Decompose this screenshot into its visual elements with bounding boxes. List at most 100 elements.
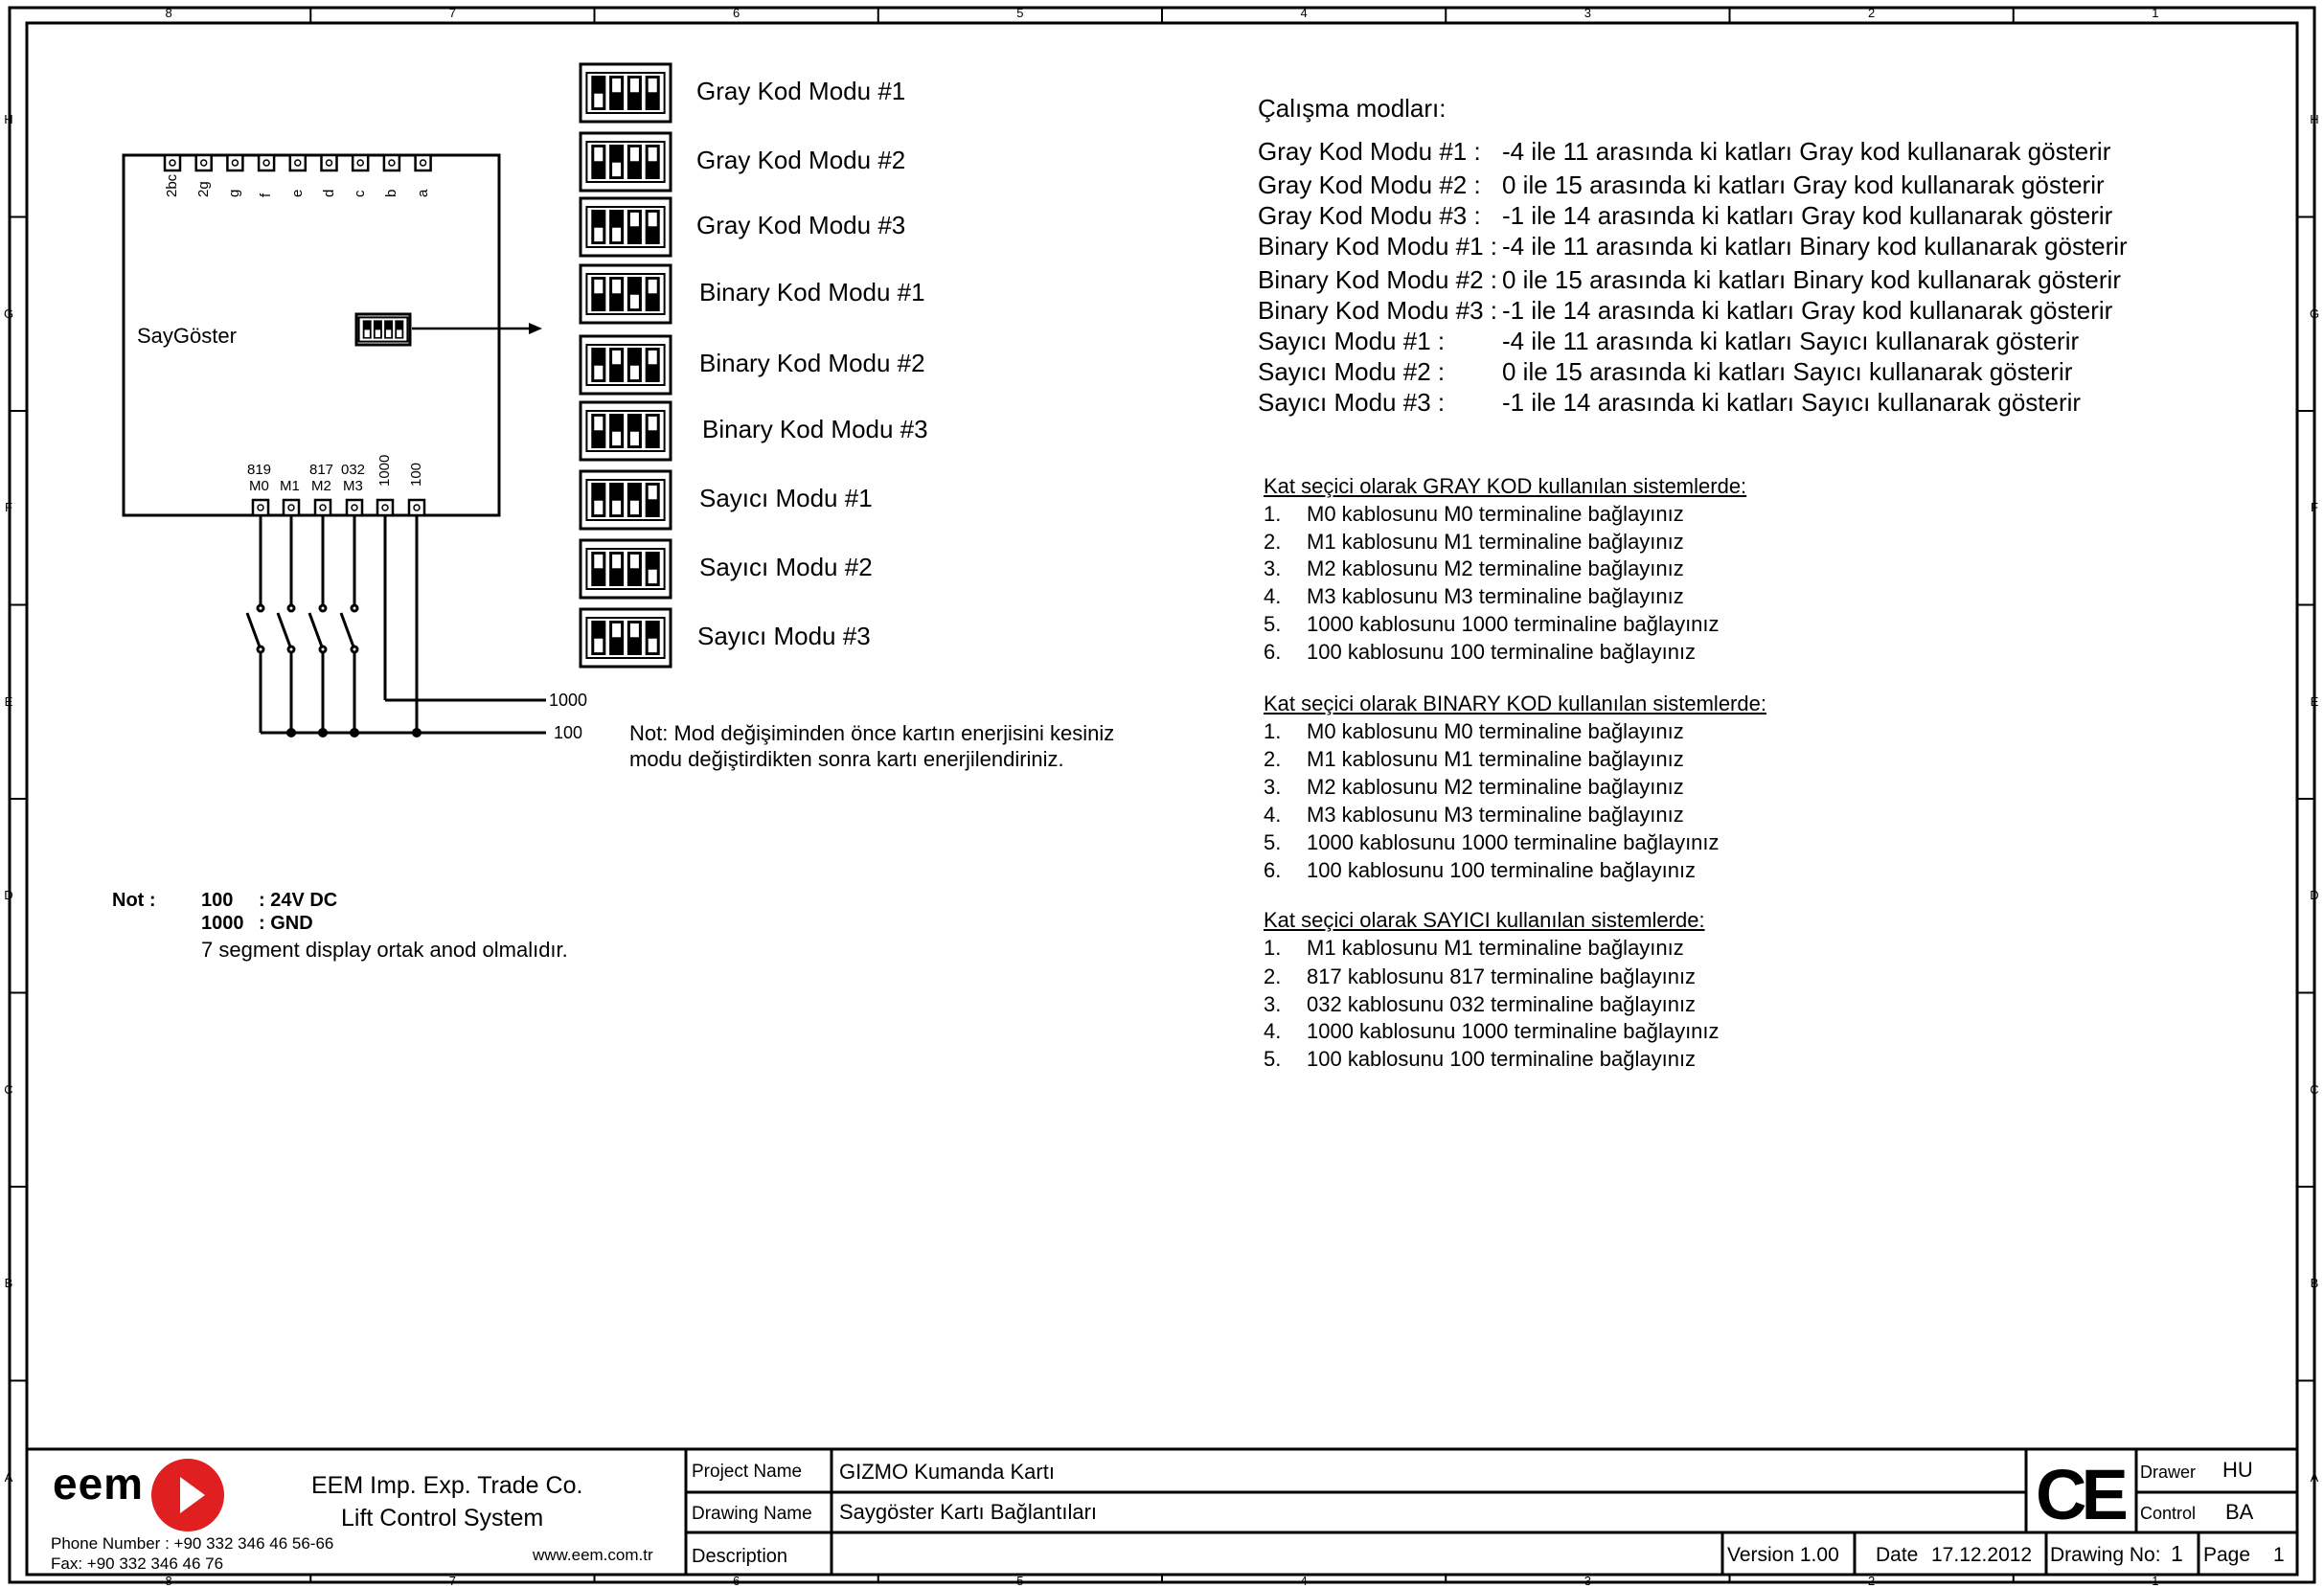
dip-mode-label: Gray Kod Modu #3 bbox=[696, 211, 906, 239]
list-item-text: 1000 kablosunu 1000 terminaline bağlayın… bbox=[1307, 1019, 1720, 1043]
ruler-row-left: E bbox=[4, 693, 13, 709]
ruler-col-top: 7 bbox=[448, 6, 456, 20]
board-name: SayGöster bbox=[137, 324, 237, 348]
dip-mode-icon bbox=[579, 469, 672, 531]
dip-switch-knob bbox=[594, 500, 604, 515]
bottom-pin-number: 817 bbox=[309, 462, 334, 478]
ruler-row-right: A bbox=[2310, 1469, 2319, 1485]
dip-switch-knob bbox=[629, 623, 639, 638]
ruler-row-right: F bbox=[2311, 500, 2318, 515]
operating-mode-name: Gray Kod Modu #2 : bbox=[1258, 170, 1481, 199]
list-item-text: 1000 kablosunu 1000 terminaline bağlayın… bbox=[1307, 612, 1720, 636]
list-item-number: 5. bbox=[1264, 830, 1282, 854]
list-item-number: 4. bbox=[1264, 584, 1282, 608]
top-terminal bbox=[163, 153, 182, 172]
operating-mode-desc: -4 ile 11 arasında ki katları Gray kod k… bbox=[1502, 137, 2111, 166]
dip-switch-knob bbox=[612, 279, 622, 294]
dip-switch-knob bbox=[648, 212, 657, 227]
binary-section-title: Kat seçici olarak BINARY KOD kullanılan … bbox=[1264, 692, 1766, 715]
top-pin-label: 2bc bbox=[164, 173, 180, 197]
counter-section-title: Kat seçici olarak SAYICI kullanılan sist… bbox=[1264, 908, 1705, 932]
dip-switch-knob bbox=[629, 78, 639, 93]
ruler-col-bottom: 2 bbox=[1868, 1574, 1876, 1588]
dip-mode-label: Sayıcı Modu #1 bbox=[699, 484, 873, 512]
ruler-col-top: 8 bbox=[165, 6, 172, 20]
list-item-number: 5. bbox=[1264, 1047, 1282, 1071]
list-item-number: 4. bbox=[1264, 803, 1282, 827]
ruler-col-bottom: 6 bbox=[733, 1574, 740, 1588]
list-item-text: M0 kablosunu M0 terminaline bağlayınız bbox=[1307, 502, 1684, 526]
list-item-number: 1. bbox=[1264, 936, 1282, 960]
list-item-text: 817 kablosunu 817 terminaline bağlayınız bbox=[1307, 964, 1697, 988]
ruler-col-top: 4 bbox=[1300, 6, 1308, 20]
company-name: EEM Imp. Exp. Trade Co. bbox=[311, 1472, 583, 1499]
dip-switch-knob bbox=[629, 212, 639, 227]
ruler-col-top: 3 bbox=[1584, 6, 1591, 20]
top-terminal bbox=[320, 153, 338, 172]
board-dip-switch bbox=[354, 312, 412, 347]
ruler-col-bottom: 3 bbox=[1584, 1574, 1591, 1588]
dip-mode-icon bbox=[579, 334, 672, 396]
top-pin-label: d bbox=[320, 189, 337, 197]
ruler-row-right: B bbox=[2310, 1276, 2319, 1291]
list-item-text: 100 kablosunu 100 terminaline bağlayınız bbox=[1307, 858, 1697, 882]
dip-switch-knob bbox=[612, 554, 622, 569]
operating-mode-name: Sayıcı Modu #1 : bbox=[1258, 327, 1446, 355]
list-item-number: 4. bbox=[1264, 1019, 1282, 1043]
dip-switch-knob bbox=[385, 329, 392, 338]
ruler-col-top: 6 bbox=[733, 6, 740, 20]
board-outline bbox=[122, 153, 501, 517]
dip-mode-icon bbox=[579, 538, 672, 600]
list-item-number: 6. bbox=[1264, 640, 1282, 664]
phone: Phone Number : +90 332 346 46 56-66 bbox=[51, 1534, 334, 1553]
list-item-number: 3. bbox=[1264, 775, 1282, 799]
top-terminal bbox=[382, 153, 401, 172]
operating-mode-desc: 0 ile 15 arasında ki katları Sayıcı kull… bbox=[1502, 357, 2073, 386]
dip-mode-icon bbox=[579, 131, 672, 193]
dip-switch-knob bbox=[629, 500, 639, 515]
bottom-pin-number: 032 bbox=[341, 462, 366, 478]
list-item-text: 100 kablosunu 100 terminaline bağlayınız bbox=[1307, 640, 1697, 664]
operating-mode-name: Binary Kod Modu #2 : bbox=[1258, 265, 1498, 294]
dip-mode-label: Binary Kod Modu #1 bbox=[699, 278, 925, 306]
dip-switch-knob bbox=[612, 227, 622, 242]
line-1000-label: 1000 bbox=[549, 691, 588, 710]
top-terminal bbox=[351, 153, 370, 172]
ruler-row-right: C bbox=[2310, 1081, 2319, 1097]
operating-mode-desc: -1 ile 14 arasında ki katları Gray kod k… bbox=[1502, 201, 2113, 230]
dip-mode-label: Sayıcı Modu #2 bbox=[699, 553, 873, 581]
control-label: Control bbox=[2140, 1504, 2197, 1523]
dip-switch-knob bbox=[364, 329, 370, 338]
bottom-pin-vertical-label: 1000 bbox=[376, 454, 393, 487]
dip-switch-knob bbox=[594, 554, 604, 569]
dip-switch-knob bbox=[594, 93, 604, 108]
list-item-number: 1. bbox=[1264, 502, 1282, 526]
ruler-row-right: E bbox=[2310, 693, 2319, 709]
top-pin-label: 2g bbox=[194, 181, 212, 197]
note-1000: 1000 bbox=[201, 913, 244, 934]
mode-note-line-1: Not: Mod değişiminden önce kartın enerji… bbox=[629, 721, 1115, 745]
dip-switch-knob bbox=[375, 329, 381, 338]
mode-note-line-2: modu değiştirdikten sonra kartı enerjile… bbox=[629, 747, 1064, 771]
top-terminal bbox=[288, 153, 308, 172]
bottom-terminal bbox=[282, 498, 301, 517]
top-pin-label: c bbox=[352, 190, 369, 198]
top-pin-label: e bbox=[288, 189, 306, 197]
drawer-value: HU bbox=[2222, 1458, 2253, 1482]
operating-mode-name: Sayıcı Modu #2 : bbox=[1258, 357, 1446, 386]
dip-switch-slot bbox=[373, 320, 382, 339]
bottom-pin-label: M0 bbox=[249, 478, 269, 494]
list-item-text: 032 kablosunu 032 terminaline bağlayınız bbox=[1307, 992, 1697, 1016]
bottom-pin-number: 819 bbox=[247, 462, 272, 478]
dip-mode-icon bbox=[579, 607, 672, 669]
ruler-col-bottom: 4 bbox=[1300, 1574, 1308, 1588]
top-terminal bbox=[257, 153, 276, 172]
dip-mode-label: Binary Kod Modu #3 bbox=[702, 415, 928, 443]
drawing-name: Saygöster Kartı Bağlantıları bbox=[839, 1500, 1098, 1524]
dip-switch-knob bbox=[612, 350, 622, 365]
ruler-col-bottom: 1 bbox=[2152, 1574, 2159, 1588]
ruler-row-left: C bbox=[4, 1081, 13, 1097]
list-item-text: M2 kablosunu M2 terminaline bağlayınız bbox=[1307, 556, 1684, 580]
dip-mode-icon bbox=[579, 196, 672, 258]
ruler-row-right: D bbox=[2310, 888, 2319, 903]
